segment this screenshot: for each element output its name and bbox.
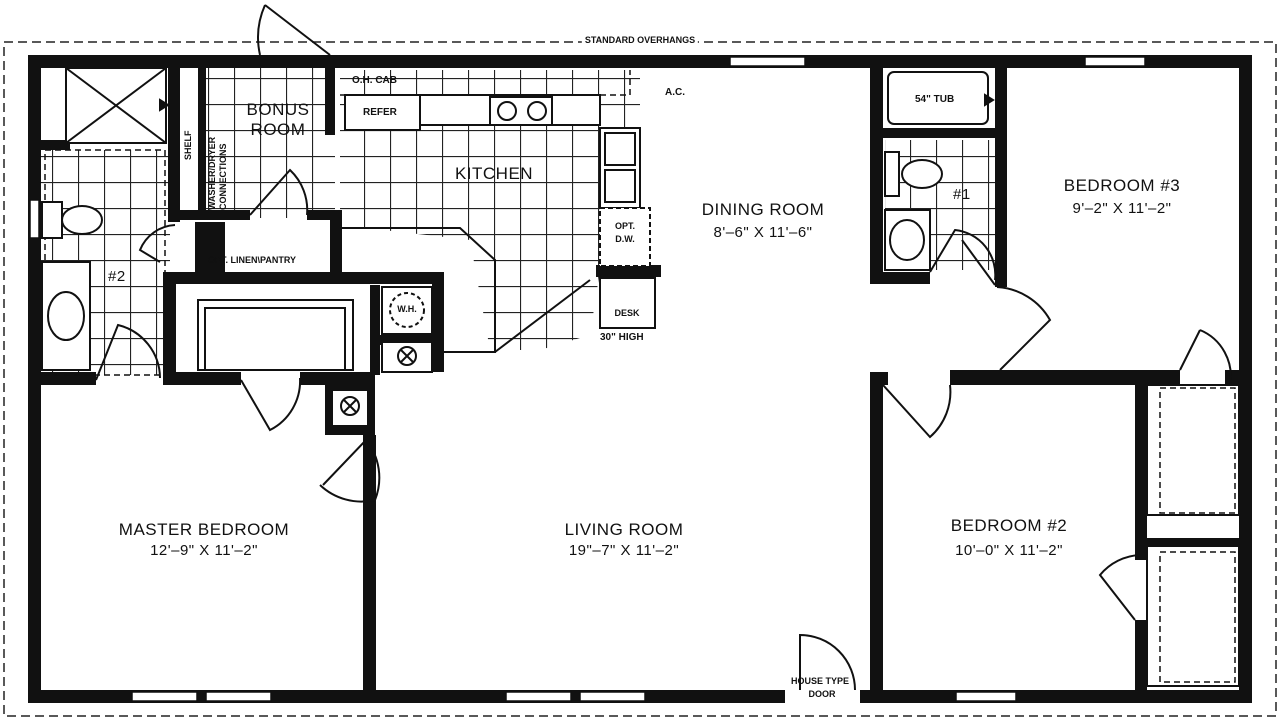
- hvac-units: [331, 341, 433, 427]
- opt-dw-label-1: OPT.: [614, 221, 636, 231]
- desk-height-label: 30" HIGH: [600, 332, 644, 343]
- ac-label: A.C.: [665, 87, 685, 98]
- oh-cab-label: O.H. CAB: [352, 75, 397, 86]
- washer-dryer-label: WASHER/DRYER: [207, 136, 217, 210]
- dining-room-dims: 8'–6" X 11'–6": [713, 224, 813, 241]
- bonus-room-line1: BONUS: [246, 100, 310, 119]
- windows: [29, 56, 1146, 702]
- closet-shelves: [44, 70, 1236, 683]
- door-swings: [95, 4, 1232, 621]
- living-room-name: LIVING ROOM: [564, 520, 684, 539]
- bedroom-3-dims: 9'–2" X 11'–2": [1072, 200, 1172, 217]
- door-type-label-1: HOUSE TYPE: [790, 676, 850, 686]
- door-type-label-2: DOOR: [806, 689, 838, 699]
- water-heater: [381, 286, 433, 335]
- master-bedroom-name: MASTER BEDROOM: [118, 520, 290, 539]
- bedroom-3-name: BEDROOM #3: [1063, 176, 1181, 195]
- kitchen-name: KITCHEN: [454, 164, 534, 183]
- opt-dw-label-2: D.W.: [615, 234, 635, 244]
- overhang-label: STANDARD OVERHANGS: [581, 36, 699, 45]
- living-room-dims: 19"–7" X 11'–2": [568, 542, 680, 559]
- bedroom-2-dims: 10'–0" X 11'–2": [955, 542, 1063, 559]
- desk-label: DESK: [614, 308, 640, 318]
- dining-room-name: DINING ROOM: [701, 200, 825, 219]
- master-bedroom-dims: 12'–9" X 11'–2": [150, 542, 258, 559]
- tub-label: 54" TUB: [915, 94, 955, 105]
- water-heater-label: W.H.: [397, 304, 417, 314]
- bath-2-label: #2: [108, 268, 126, 285]
- bedroom-2-name: BEDROOM #2: [950, 516, 1068, 535]
- bonus-room-line2: ROOM: [250, 120, 306, 139]
- linen-pantry-label: OPT. LINEN\PANTRY: [208, 255, 297, 265]
- refer-label: REFER: [363, 107, 397, 118]
- shelf-label: SHELF: [183, 130, 193, 160]
- kitchen-counters: [340, 94, 656, 353]
- connections-label: CONNECTIONS: [218, 143, 228, 210]
- bath-1-label: #1: [953, 186, 971, 203]
- bath-fixtures: [41, 67, 995, 371]
